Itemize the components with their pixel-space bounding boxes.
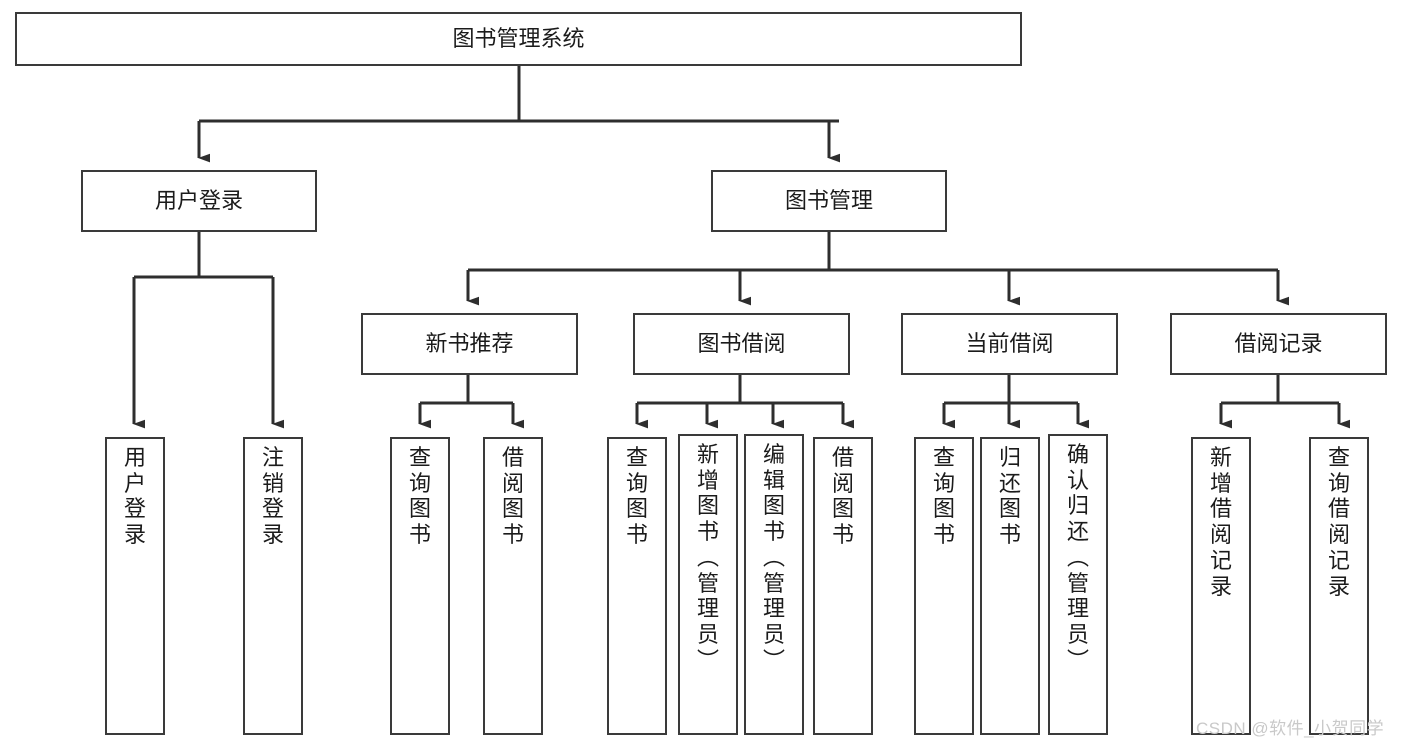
leaf-label-vertical: 查询图书 [932,445,955,548]
leaf-label-vertical: 编辑图书︵管理员︶ [762,442,785,673]
node-book-borrow[interactable]: 图书借阅 [633,313,850,375]
node-current-borrow-label: 当前借阅 [965,331,1054,357]
leaf-current-borrow-2[interactable]: 确认归还︵管理员︶ [1048,434,1108,735]
leaf-new-book-0[interactable]: 查询图书 [390,437,450,735]
node-user-login-label: 用户登录 [154,188,243,214]
node-new-book-recommend-label: 新书推荐 [425,331,514,357]
leaf-label-vertical: 注销登录 [261,445,284,548]
leaf-new-book-1[interactable]: 借阅图书 [483,437,543,735]
leaf-user-login-0[interactable]: 用户登录 [105,437,165,735]
leaf-label-vertical: 借阅图书 [501,445,524,548]
node-current-borrow[interactable]: 当前借阅 [901,313,1118,375]
node-book-borrow-label: 图书借阅 [697,331,786,357]
node-book-management-label: 图书管理 [784,188,873,214]
leaf-borrow-records-1[interactable]: 查询借阅记录 [1309,437,1369,735]
leaf-book-borrow-3[interactable]: 借阅图书 [813,437,873,735]
leaf-label-vertical: 查询图书 [408,445,431,548]
node-borrow-records[interactable]: 借阅记录 [1170,313,1387,375]
node-user-login[interactable]: 用户登录 [81,170,317,232]
leaf-label-vertical: 查询借阅记录 [1327,445,1350,599]
node-new-book-recommend[interactable]: 新书推荐 [361,313,578,375]
leaf-label-vertical: 归还图书 [998,445,1021,548]
leaf-book-borrow-2[interactable]: 编辑图书︵管理员︶ [744,434,804,735]
csdn-watermark: CSDN @软件_小贺同学 [1196,719,1385,738]
leaf-user-login-1[interactable]: 注销登录 [243,437,303,735]
leaf-label-vertical: 新增借阅记录 [1209,445,1232,599]
leaf-label-vertical: 查询图书 [625,445,648,548]
leaf-label-vertical: 新增图书︵管理员︶ [696,442,719,673]
node-root-label: 图书管理系统 [452,26,585,52]
leaf-label-vertical: 用户登录 [123,445,146,548]
leaf-label-vertical: 借阅图书 [831,445,854,548]
leaf-current-borrow-1[interactable]: 归还图书 [980,437,1040,735]
leaf-borrow-records-0[interactable]: 新增借阅记录 [1191,437,1251,735]
node-book-management[interactable]: 图书管理 [711,170,947,232]
leaf-label-vertical: 确认归还︵管理员︶ [1066,442,1089,673]
leaf-book-borrow-1[interactable]: 新增图书︵管理员︶ [678,434,738,735]
node-root[interactable]: 图书管理系统 [15,12,1022,66]
node-borrow-records-label: 借阅记录 [1234,331,1323,357]
leaf-book-borrow-0[interactable]: 查询图书 [607,437,667,735]
leaf-current-borrow-0[interactable]: 查询图书 [914,437,974,735]
